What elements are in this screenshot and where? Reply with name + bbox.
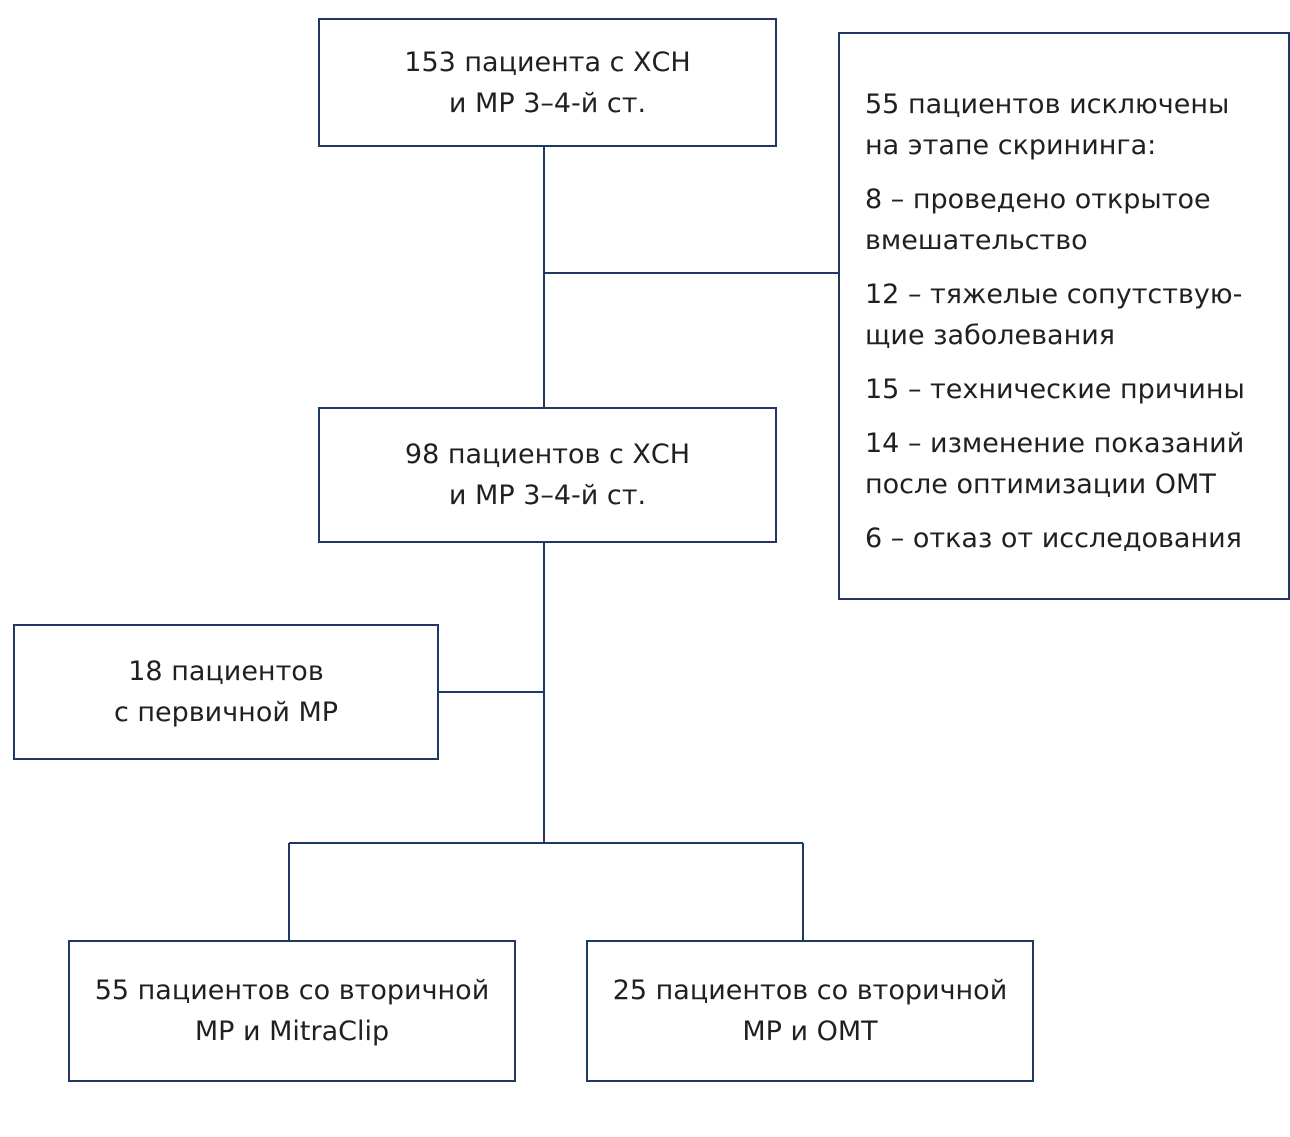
node-mitraclip-group: 55 пациентов со вторичной МР и MitraClip xyxy=(68,940,516,1082)
node-excluded: 55 пациентов исключены на этапе скрининг… xyxy=(838,32,1290,600)
excluded-summary: 55 пациентов исключены на этапе скрининг… xyxy=(865,84,1288,166)
node-screened-line-2: и МР 3–4-й ст. xyxy=(448,87,647,119)
node-included-line-1: 98 пациентов с ХСН xyxy=(404,439,691,470)
node-included-line-2: и МР 3–4-й ст. xyxy=(448,480,647,511)
node-screened-line-1: 153 пациента с ХСН xyxy=(404,46,691,78)
excluded-reason-refusal: 6 – отказ от исследования xyxy=(865,518,1288,559)
node-omt-line-1: 25 пациентов со вторичной xyxy=(612,975,1008,1006)
node-included: 98 пациентов с ХСН и МР 3–4-й ст. xyxy=(318,407,777,543)
node-primary-mr-line-2: с первичной МР xyxy=(113,697,339,728)
excluded-reason-line: 12 – тяжелые сопутствую- xyxy=(865,279,1243,310)
node-omt-group: 25 пациентов со вторичной МР и ОМТ xyxy=(586,940,1034,1082)
excluded-reason-line: щие заболевания xyxy=(865,320,1116,351)
excluded-reason-comorbidities: 12 – тяжелые сопутствую- щие заболевания xyxy=(865,274,1288,356)
node-mitraclip-line-1: 55 пациентов со вторичной xyxy=(94,975,490,1006)
excluded-summary-line-1: 55 пациентов исключены xyxy=(865,89,1230,120)
excluded-reason-line: 15 – технические причины xyxy=(865,374,1245,405)
excluded-reason-technical: 15 – технические причины xyxy=(865,369,1288,410)
excluded-reason-line: 14 – изменение показаний xyxy=(865,428,1245,459)
excluded-reason-indication-change: 14 – изменение показаний после оптимизац… xyxy=(865,423,1288,505)
excluded-reason-line: после оптимизации ОМТ xyxy=(865,469,1216,500)
excluded-summary-line-2: на этапе скрининга: xyxy=(865,130,1157,161)
excluded-reason-open-surgery: 8 – проведено открытое вмешательство xyxy=(865,179,1288,261)
node-mitraclip-line-2: МР и MitraClip xyxy=(194,1016,390,1047)
excluded-reason-line: 8 – проведено открытое xyxy=(865,184,1211,215)
excluded-reason-line: 6 – отказ от исследования xyxy=(865,523,1242,554)
node-screened: 153 пациента с ХСН и МР 3–4-й ст. xyxy=(318,18,777,147)
node-primary-mr: 18 пациентов с первичной МР xyxy=(13,624,439,760)
node-omt-line-2: МР и ОМТ xyxy=(742,1016,878,1047)
excluded-reason-line: вмешательство xyxy=(865,225,1088,256)
node-primary-mr-line-1: 18 пациентов xyxy=(128,656,324,687)
